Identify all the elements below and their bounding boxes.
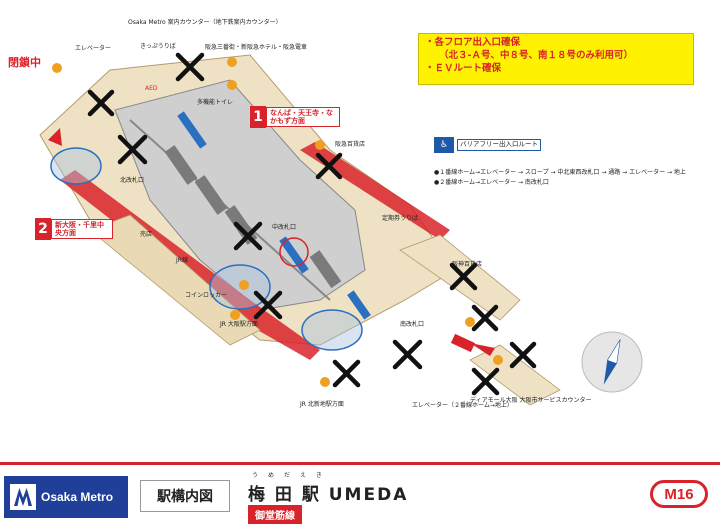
notice-box: ・各フロア出入口確保 （北３-Ａ号、中８号、南１８号のみ利用可） ・ＥＶルート確…	[418, 33, 694, 85]
footer-divider	[0, 462, 720, 465]
exit-2-number: 2	[35, 218, 51, 240]
station-floor-plan	[39, 52, 643, 406]
osaka-station-label: JR 大阪駅方面	[220, 321, 258, 328]
shop-label: 売店	[140, 231, 153, 238]
station-name: 梅 田 駅 UMEDA	[248, 485, 409, 505]
page-title: 駅構内図	[140, 480, 230, 512]
kitashinchi-label: JR 北新地駅方面	[300, 401, 344, 408]
mid-gate-label: 中改札口	[272, 224, 297, 231]
diamor-label: ディアモール大阪 大阪市サービスカウンター	[470, 397, 592, 404]
line-badge: 御堂筋線	[248, 505, 302, 524]
exit-1-text: なんば・天王寺・なかもず方面	[266, 106, 340, 128]
coin-locker-label: コインロッカー	[185, 292, 228, 299]
barrier-free-legend: ♿ バリアフリー出入口ルート	[434, 137, 541, 153]
barrier-free-routes: ●１番線ホーム→エレベーター → スロープ → 中北東西改札口 → 通路 → エ…	[434, 168, 686, 187]
metro-m-icon	[10, 484, 36, 510]
station-ruby: うめだえき	[252, 472, 332, 479]
station-map: Osaka Metro 案内カウンター（地下鉄案内カウンター） エレベーター 阪…	[8, 19, 694, 409]
notice-line-2: （北３-Ａ号、中８号、南１８号のみ利用可）	[439, 49, 633, 61]
exit-1-badge: 1 なんば・天王寺・なかもず方面	[250, 106, 340, 128]
toilet-label: 多機能トイレ	[197, 99, 234, 106]
exit-2-badge: 2 新大阪・千里中央方面	[35, 218, 113, 240]
brand-name: Osaka Metro	[41, 490, 114, 504]
notice-line-1: ・各フロア出入口確保	[425, 37, 521, 48]
route-line-1: ●１番線ホーム→エレベーター → スロープ → 中北東西改札口 → 通路 → エ…	[434, 169, 686, 176]
osaka-metro-logo: Osaka Metro	[4, 476, 128, 518]
hankyu-dept-label: 阪急百貨店	[335, 141, 366, 148]
barrier-free-label: バリアフリー出入口ルート	[457, 139, 541, 151]
info-counter-label: Osaka Metro 案内カウンター（地下鉄案内カウンター）	[128, 19, 282, 26]
station-code-badge: M16	[650, 480, 708, 508]
notice-line-3: ・ＥＶルート確保	[425, 62, 502, 74]
aed-label: AED	[145, 85, 158, 92]
elevator-top-label: エレベーター	[75, 45, 112, 52]
hanshin-dept-label: 阪神百貨店	[452, 261, 483, 268]
route-line-2: ●２番線ホーム→エレベーター → 南改札口	[434, 178, 549, 186]
north-gate-label: 北改札口	[120, 177, 145, 184]
footer-bar: Osaka Metro 駅構内図 うめだえき 梅 田 駅 UMEDA 御堂筋線 …	[0, 458, 720, 530]
wheelchair-icon: ♿	[434, 137, 454, 153]
exit-1-number: 1	[250, 106, 266, 128]
exit-2-text: 新大阪・千里中央方面	[51, 218, 113, 240]
south-gate-label: 南改札口	[400, 321, 425, 328]
hanshin-label: 阪急三番街・新阪急ホテル・阪急電車	[205, 44, 308, 51]
closed-label: 閉鎖中	[8, 56, 41, 69]
teikiken-label: 定期券うりば	[382, 215, 419, 222]
elevator-south-label: エレベーター（２番線ホーム→地上）	[412, 402, 513, 409]
ticket-label: きっぷうりば	[140, 43, 176, 50]
jr-label: JR線	[176, 257, 188, 264]
